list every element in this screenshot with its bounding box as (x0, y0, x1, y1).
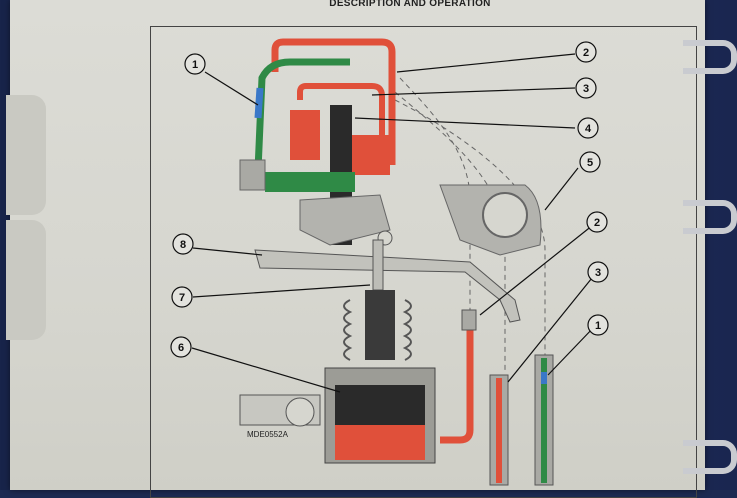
pressure-line-lower (297, 83, 385, 170)
svg-text:3: 3 (595, 267, 601, 279)
callout-circle: 5 (579, 151, 601, 173)
callout-circle: 8 (172, 233, 194, 255)
pipe-1-fluid (541, 358, 547, 483)
svg-text:1: 1 (192, 59, 198, 71)
valve-chamber-left (290, 110, 320, 160)
leader-lines (191, 53, 597, 393)
callout-circle: 4 (577, 117, 599, 139)
callout-circle: 2 (586, 211, 608, 233)
pressure-chamber (335, 425, 425, 460)
callout-circle: 3 (587, 261, 609, 283)
base-bore (285, 397, 315, 427)
svg-text:4: 4 (585, 123, 592, 135)
svg-text:3: 3 (583, 83, 589, 95)
figure-id: MDE0552A (247, 430, 288, 439)
callout-circle: 1 (587, 314, 609, 336)
svg-text:1: 1 (595, 320, 601, 332)
page-header: DESCRIPTION AND OPERATION (329, 0, 491, 9)
svg-text:5: 5 (587, 157, 593, 169)
callout-circle: 7 (171, 286, 193, 308)
plunger (365, 290, 395, 360)
bellows (343, 299, 412, 361)
svg-text:6: 6 (178, 342, 184, 354)
push-rod (372, 239, 384, 291)
binder-ring (683, 40, 737, 74)
pipe-1-blue-mark (541, 372, 547, 384)
control-linkage (254, 249, 521, 323)
feed-tube (440, 315, 474, 444)
svg-text:8: 8 (180, 239, 186, 251)
callout-circle: 6 (170, 336, 192, 358)
pipe-3-fluid (496, 378, 502, 483)
binder-ring (683, 440, 737, 474)
callout-circle: 1 (184, 53, 206, 75)
valve-housing (299, 194, 391, 246)
pivot-bore (482, 192, 528, 238)
return-port (265, 172, 355, 192)
fitting (239, 159, 266, 191)
page-tab (6, 95, 46, 215)
binder-ring (683, 200, 737, 234)
supply-segment-blue (254, 87, 264, 119)
pressure-line-upper (271, 38, 396, 165)
svg-text:2: 2 (583, 47, 589, 59)
callouts: 1 2 3 4 5 2 3 1 8 7 6 (170, 41, 609, 358)
feed-tube-end (461, 309, 477, 331)
callout-circle: 2 (575, 41, 597, 63)
valve-chamber-right (350, 135, 390, 175)
return-line (254, 58, 350, 183)
callout-circle: 3 (575, 77, 597, 99)
page-tab (6, 220, 46, 340)
piston (335, 385, 425, 430)
svg-text:2: 2 (594, 217, 600, 229)
svg-text:7: 7 (179, 292, 185, 304)
